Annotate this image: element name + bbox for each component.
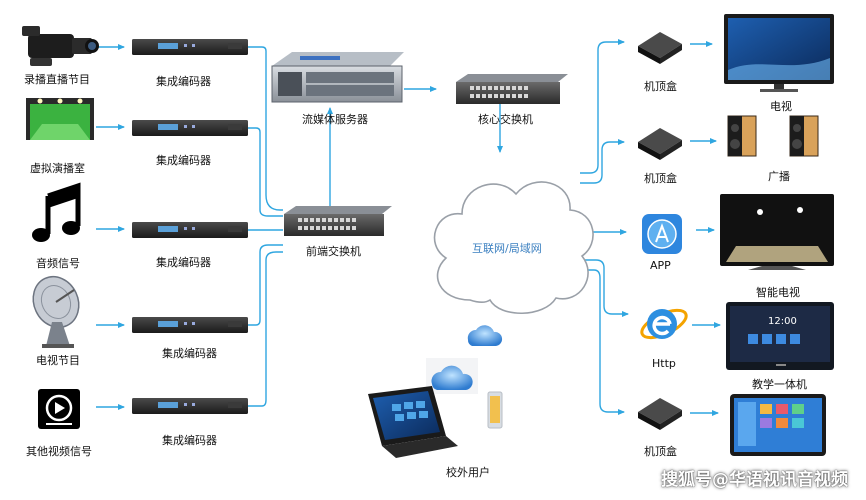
- virtual-studio-icon: [26, 98, 94, 140]
- encoder-2-to-switch-line: [248, 127, 283, 217]
- encoder-label: 集成编码器: [156, 75, 211, 88]
- device-label-smart-tv: 智能电视: [756, 286, 800, 299]
- phone-icon: [487, 391, 503, 429]
- connector-lines: [96, 39, 721, 416]
- front-switch-icon: [284, 206, 392, 236]
- set-top-box-icon: [638, 32, 682, 64]
- campus-user-label: 校外用户: [446, 466, 490, 479]
- encoder-label: 集成编码器: [156, 154, 211, 167]
- encoder-device: [132, 120, 248, 136]
- device-label-tv: 电视: [770, 100, 792, 113]
- network-to-http-line: [578, 259, 629, 317]
- source-label-virtual-studio: 虚拟演播室: [30, 162, 85, 175]
- device-label-teaching-panel: 教学一体机: [752, 378, 807, 391]
- http-label: Http: [652, 357, 676, 370]
- source-label-tv-program: 电视节目: [36, 354, 80, 367]
- encoder-4-to-switch-line: [248, 244, 283, 326]
- set-top-box-icon: [638, 398, 682, 430]
- stb-label: 机顶盒: [644, 445, 677, 458]
- source-label-audio: 音频信号: [36, 257, 80, 270]
- encoder-units: [132, 39, 248, 414]
- encoder-1-to-switch-line: [248, 46, 283, 211]
- core-switch-icon: [456, 74, 568, 104]
- encoder-5-to-switch-line: [248, 251, 283, 407]
- device-label-broadcast: 广播: [768, 170, 790, 183]
- network-to-stb-2-line: [580, 139, 625, 184]
- small-cloud-icon: [467, 325, 503, 346]
- music-note-icon: [32, 182, 81, 242]
- tablet-laptop-icon: [368, 386, 458, 458]
- network-label: 互联网/局域网: [472, 242, 542, 255]
- network-to-stb-1-line: [580, 39, 625, 174]
- video-play-icon: [38, 389, 80, 429]
- panel-clock: 12:00: [768, 316, 797, 327]
- small-cloud-icon: [426, 358, 478, 394]
- watermark: 搜狐号@华语视讯音视频: [661, 470, 848, 490]
- encoder-label: 集成编码器: [162, 434, 217, 447]
- smart-tv-icon: [720, 194, 834, 270]
- encoder-device: [132, 222, 248, 238]
- encoder-device: [132, 39, 248, 55]
- encoder-device: [132, 317, 248, 333]
- app-label: APP: [650, 259, 671, 272]
- encoder-device: [132, 398, 248, 414]
- network-to-stb-3-line: [576, 269, 625, 415]
- browser-e-icon: [640, 308, 688, 340]
- speaker-icon: [789, 115, 819, 157]
- streaming-server-icon: [271, 52, 404, 103]
- set-top-box-icon: [638, 128, 682, 160]
- stb-label: 机顶盒: [644, 172, 677, 185]
- streaming-server-label: 流媒体服务器: [302, 113, 368, 126]
- source-label-other-video: 其他视频信号: [26, 445, 92, 458]
- tablet-icon: [730, 394, 826, 456]
- core-switch-label: 核心交换机: [478, 113, 533, 126]
- speaker-icon: [727, 115, 757, 157]
- encoder-label: 集成编码器: [156, 256, 211, 269]
- encoder-label: 集成编码器: [162, 347, 217, 360]
- tv-icon: [724, 14, 834, 92]
- teaching-panel-icon: [726, 302, 834, 370]
- satellite-dish-icon: [32, 275, 80, 348]
- source-label-recorded-live: 录播直播节目: [24, 73, 90, 86]
- front-switch-label: 前端交换机: [306, 245, 361, 258]
- stb-label: 机顶盒: [644, 80, 677, 93]
- video-camera-icon: [22, 26, 99, 66]
- internet-cloud-icon: [433, 181, 594, 315]
- app-store-icon: [642, 214, 682, 254]
